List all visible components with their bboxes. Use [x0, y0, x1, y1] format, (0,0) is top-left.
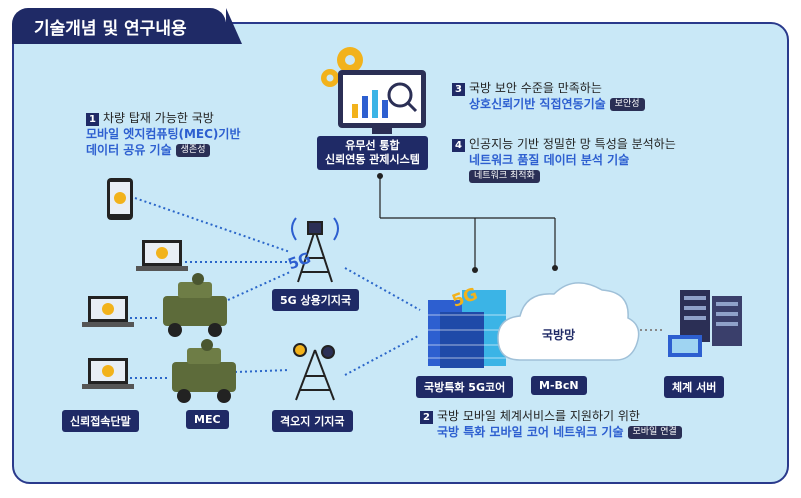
item-4-line1: 인공지능 기반 정밀한 망 특성을 분석하는 — [469, 137, 676, 151]
link-phone-bs — [134, 197, 291, 253]
item-4: 4 인공지능 기반 정밀한 망 특성을 분석하는 네트워크 품질 데이터 분석 기… — [452, 136, 676, 184]
link-bs-core — [344, 267, 421, 311]
junction-dot — [552, 265, 558, 271]
cell-tower-icon — [293, 343, 335, 401]
item-4-number: 4 — [452, 139, 465, 152]
phone-icon — [107, 178, 133, 220]
control-system-label: 유무선 통합 신뢰연동 관제시스템 — [317, 136, 428, 170]
junction-dot — [472, 267, 478, 273]
item-1-tag: 생존성 — [175, 144, 211, 157]
item-1-line2: 모바일 엣지컴퓨팅(MEC)기반 — [86, 127, 241, 141]
item-3-line1: 국방 보안 수준을 만족하는 — [469, 81, 602, 95]
monitor-icon — [338, 70, 426, 134]
laptop-icon — [82, 358, 134, 389]
item-1-number: 1 — [86, 113, 99, 126]
control-system-line1: 유무선 통합 — [345, 139, 400, 152]
junction-dot — [377, 173, 383, 179]
gear-icon — [321, 47, 363, 87]
link-mec2-remote — [234, 369, 291, 373]
core-label: 국방특화 5G코어 — [416, 376, 514, 398]
item-4-line2: 네트워크 품질 데이터 분석 기술 — [469, 153, 630, 167]
item-1-line1: 차량 탑재 가능한 국방 — [103, 111, 214, 125]
laptop-icon — [82, 296, 134, 327]
item-3-line2: 상호신뢰기반 직접연동기술 — [469, 97, 606, 111]
cloud-icon — [497, 282, 640, 361]
item-2-line2: 국방 특화 모바일 코어 네트워크 기술 — [437, 425, 624, 439]
item-1: 1 차량 탑재 가능한 국방 모바일 엣지컴퓨팅(MEC)기반 데이터 공유 기술… — [86, 110, 241, 158]
item-2: 2 국방 모바일 체계서비스를 지원하기 위한 국방 특화 모바일 코어 네트워크… — [420, 408, 682, 440]
control-system-line2: 신뢰연동 관제시스템 — [325, 153, 420, 166]
section-title: 기술개념 및 연구내용 — [12, 8, 242, 44]
server-rack-icon — [668, 290, 742, 357]
server-label: 체계 서버 — [664, 376, 725, 398]
military-vehicle-icon — [172, 339, 236, 403]
cell-tower-icon — [291, 217, 339, 283]
mec-label: MEC — [186, 410, 229, 429]
mbcn-label: M-BcN — [531, 376, 587, 395]
item-2-tag: 모바일 연결 — [627, 426, 682, 439]
link-mec1-bs — [227, 271, 291, 301]
item-1-line3: 데이터 공유 기술 — [86, 143, 172, 157]
core-server-icon — [428, 290, 506, 368]
terminal-label: 신뢰접속단말 — [62, 410, 139, 432]
item-2-number: 2 — [420, 411, 433, 424]
item-3-tag: 보안성 — [609, 98, 645, 111]
military-vehicle-icon — [163, 273, 227, 337]
item-3-number: 3 — [452, 83, 465, 96]
laptop-icon — [136, 240, 188, 271]
link-remote-core — [344, 334, 421, 376]
item-2-line1: 국방 모바일 체계서비스를 지원하기 위한 — [437, 409, 640, 423]
cloud-label: 국방망 — [542, 328, 576, 342]
bs5g-label: 5G 상용기지국 — [272, 289, 360, 311]
item-4-tag: 네트워크 최적화 — [469, 170, 540, 183]
remote-station-label: 격오지 기지국 — [272, 410, 353, 432]
